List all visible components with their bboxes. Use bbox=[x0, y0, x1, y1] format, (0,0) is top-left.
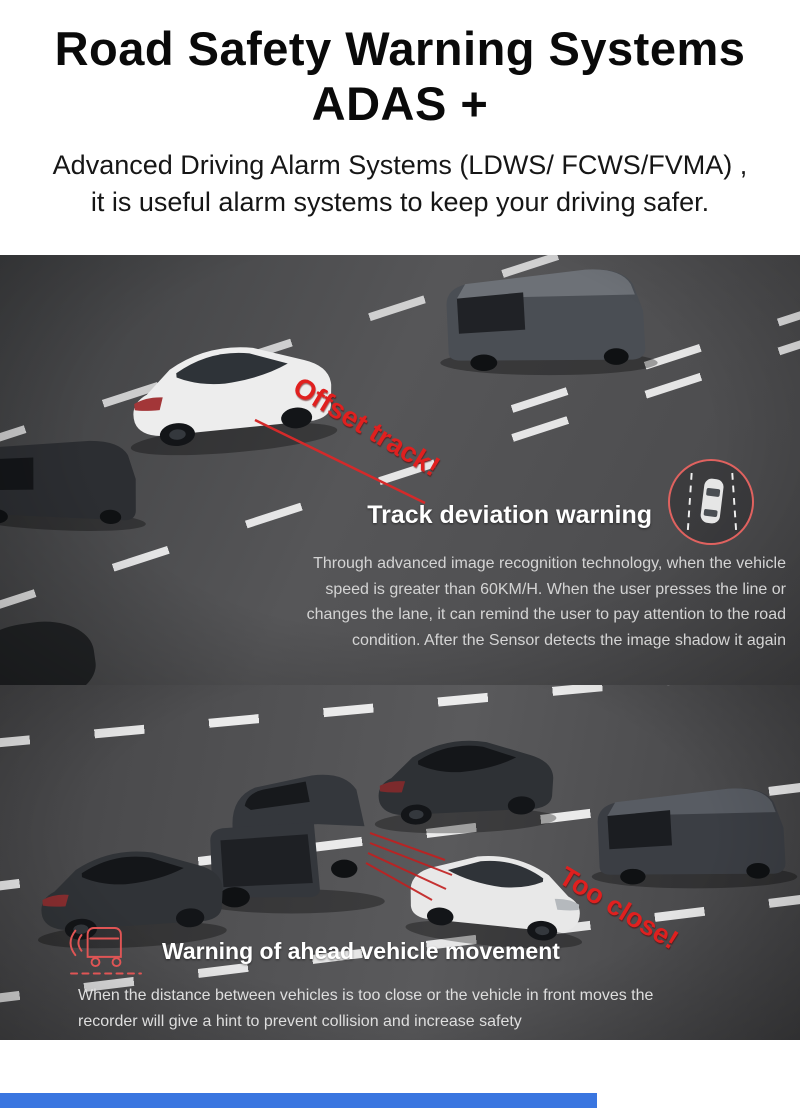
header: Road Safety Warning Systems ADAS + Advan… bbox=[0, 0, 800, 255]
collision-warning-scene: Too close! Warning of ahead vehicle move… bbox=[0, 685, 800, 1040]
vehicle-ahead-warning-icon bbox=[64, 917, 148, 986]
lane-warning-heading: Track deviation warning bbox=[367, 501, 652, 529]
gray-van bbox=[430, 255, 668, 380]
subtitle-line2: it is useful alarm systems to keep your … bbox=[90, 186, 710, 217]
subtitle-line1: Advanced Driving Alarm Systems (LDWS/ FC… bbox=[52, 150, 748, 181]
subtitle: Advanced Driving Alarm Systems (LDWS/ FC… bbox=[0, 147, 800, 220]
collision-warning-heading: Warning of ahead vehicle movement bbox=[162, 938, 560, 964]
page-title: Road Safety Warning Systems ADAS + bbox=[0, 22, 800, 131]
lane-warning-scene: Offset track! Track deviation warning Th… bbox=[0, 255, 800, 685]
lane-warning-feature: Track deviation warning bbox=[367, 459, 754, 545]
bottom-accent-bar bbox=[0, 1093, 597, 1108]
title-line2: ADAS + bbox=[311, 76, 489, 130]
lane-warning-description: Through advanced image recognition techn… bbox=[306, 555, 786, 649]
car-in-lane-topview-icon bbox=[668, 459, 754, 545]
collision-warning-feature: Warning of ahead vehicle movement bbox=[64, 917, 560, 986]
title-line1: Road Safety Warning Systems bbox=[54, 22, 746, 75]
dark-van bbox=[582, 771, 800, 893]
vehicle-silhouette bbox=[0, 614, 100, 685]
page-footer bbox=[0, 1040, 800, 1108]
collision-warning-description: When the distance between vehicles is to… bbox=[78, 987, 654, 1030]
